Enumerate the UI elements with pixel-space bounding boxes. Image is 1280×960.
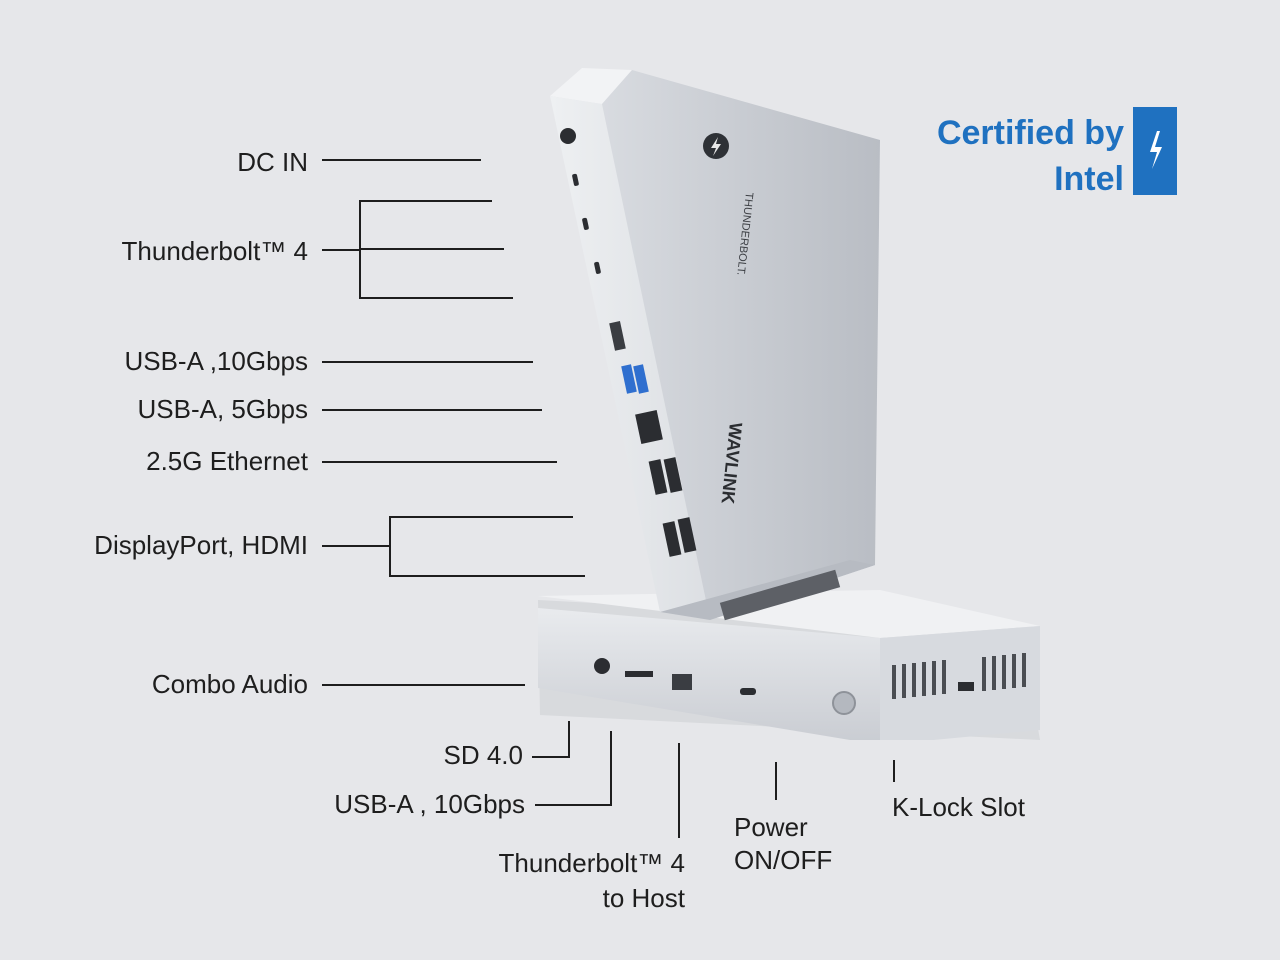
hdmi-port — [662, 521, 682, 557]
leader-usb-a-front-vertical — [610, 731, 612, 806]
label-usb-a-10gbps: USB-A ,10Gbps — [124, 346, 308, 376]
thunderbolt-port — [594, 261, 601, 274]
leader-thunderbolt4-bottom — [360, 297, 513, 299]
hdmi-port — [648, 459, 668, 495]
label-usb-a-front: USB-A , 10Gbps — [334, 789, 525, 819]
audio-jack — [594, 658, 610, 674]
label-ethernet: 2.5G Ethernet — [146, 446, 308, 476]
leader-combo-audio — [322, 684, 525, 686]
k-lock-slot — [958, 682, 974, 691]
dc-in-port — [560, 128, 576, 144]
leader-dp-hdmi-top — [390, 516, 573, 518]
leader-sd-vertical — [568, 721, 570, 758]
leader-thunderbolt4-stem — [322, 249, 360, 251]
leader-dp-hdmi-bottom — [390, 575, 585, 577]
upright-ports — [560, 128, 697, 557]
label-thunderbolt4: Thunderbolt™ 4 — [121, 236, 308, 266]
leader-dp-hdmi-stem — [322, 545, 390, 547]
leader-power — [775, 762, 777, 800]
leader-usb-a-10gbps — [322, 361, 533, 363]
base-vent — [892, 653, 1026, 699]
label-k-lock: K-Lock Slot — [892, 792, 1025, 822]
certified-line-1: Certified by — [936, 114, 1124, 152]
intel-certified-badge: Certified by Intel — [905, 106, 1180, 198]
label-usb-a-5gbps: USB-A, 5Gbps — [137, 394, 308, 424]
leader-sd-horizontal — [532, 756, 570, 758]
label-power-2: ON/OFF — [734, 845, 833, 875]
label-displayport-hdmi: DisplayPort, HDMI — [94, 530, 308, 560]
label-power-1: Power — [734, 812, 808, 842]
power-button — [832, 691, 856, 715]
leader-usb-a-5gbps — [322, 409, 542, 411]
displayport-port — [663, 457, 683, 493]
sd-slot — [625, 671, 653, 677]
thunderbolt-port — [572, 173, 579, 186]
leader-dp-hdmi-bracket — [389, 516, 391, 577]
dock-illustration: THUNDERBOLT. WAVLINK — [520, 60, 1060, 745]
thunderbolt-host-port — [740, 688, 756, 695]
thunderbolt-port — [582, 217, 589, 230]
ethernet-port — [635, 410, 663, 444]
label-thunderbolt-host-1: Thunderbolt™ 4 — [498, 848, 685, 878]
label-thunderbolt-host-2: to Host — [602, 883, 685, 913]
leader-thunderbolt-host — [678, 743, 680, 838]
usb-a-5gbps-port — [621, 364, 637, 394]
usb-a-10gbps-port — [609, 321, 626, 351]
leader-usb-a-front-horizontal — [535, 804, 612, 806]
certified-text: Certified by Intel — [937, 110, 1124, 202]
label-combo-audio: Combo Audio — [151, 669, 308, 699]
certified-line-2: Intel — [1054, 160, 1124, 198]
upright-bottom-vent — [719, 569, 841, 621]
label-dc-in: DC IN — [237, 147, 308, 177]
leader-k-lock — [893, 760, 895, 782]
leader-ethernet — [322, 461, 557, 463]
leader-thunderbolt4-mid — [360, 248, 504, 250]
leader-thunderbolt4-top — [360, 200, 492, 202]
base-unit — [538, 590, 1040, 745]
usb-a-front-port — [672, 674, 692, 690]
displayport-port — [677, 517, 697, 553]
upright-unit: THUNDERBOLT. WAVLINK — [550, 68, 880, 621]
leader-dc-in — [322, 159, 481, 161]
thunderbolt-bolt-icon — [1133, 107, 1177, 195]
usb-a-5gbps-port — [633, 364, 649, 394]
label-sd: SD 4.0 — [443, 740, 524, 770]
